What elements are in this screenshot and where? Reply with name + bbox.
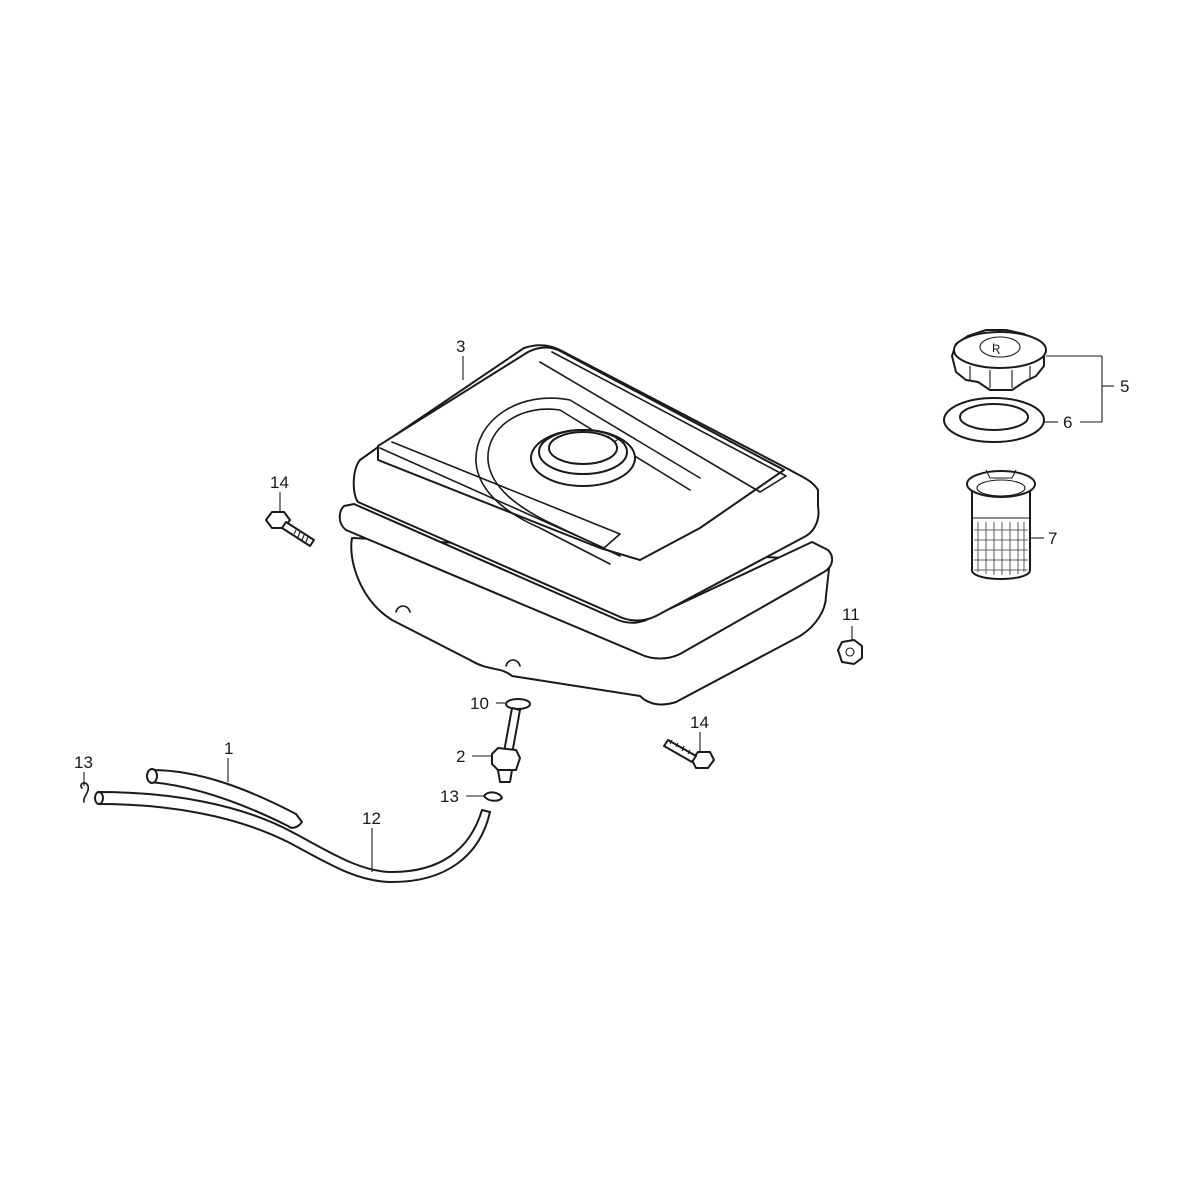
leader-lines <box>83 355 1114 872</box>
callout-2: 2 <box>456 747 465 766</box>
fuel-filler-cap: Ʀ <box>951 329 1047 391</box>
filler-cap-gasket <box>943 397 1045 443</box>
callout-14-left: 14 <box>270 473 289 492</box>
callout-labels: 3 14 5 6 7 11 10 2 13 14 1 12 13 <box>74 337 1129 828</box>
callout-13-left: 13 <box>74 753 93 772</box>
mesh-pattern <box>974 522 1028 575</box>
callout-14-right: 14 <box>690 713 709 732</box>
callout-10: 10 <box>470 694 489 713</box>
fuel-tube-short <box>146 768 303 829</box>
flange-nut <box>837 639 863 665</box>
callout-1: 1 <box>224 739 233 758</box>
fuel-filter-screen <box>966 469 1036 580</box>
fuel-tank <box>338 344 834 706</box>
fuel-tube-long <box>94 791 491 883</box>
flange-bolt-left <box>265 511 315 547</box>
flange-bolt-right <box>663 739 715 769</box>
honda-logo-mark: Ʀ <box>992 341 1000 355</box>
o-ring <box>505 698 531 710</box>
callout-12: 12 <box>362 809 381 828</box>
callout-13-center: 13 <box>440 787 459 806</box>
callout-7: 7 <box>1048 529 1057 548</box>
callout-11: 11 <box>842 605 860 624</box>
callout-5: 5 <box>1120 377 1129 396</box>
tube-clip-left <box>80 782 90 803</box>
tube-clip-center <box>483 791 503 802</box>
fuel-strainer-cock <box>491 707 521 783</box>
callout-6: 6 <box>1063 413 1072 432</box>
callout-3: 3 <box>456 337 465 356</box>
